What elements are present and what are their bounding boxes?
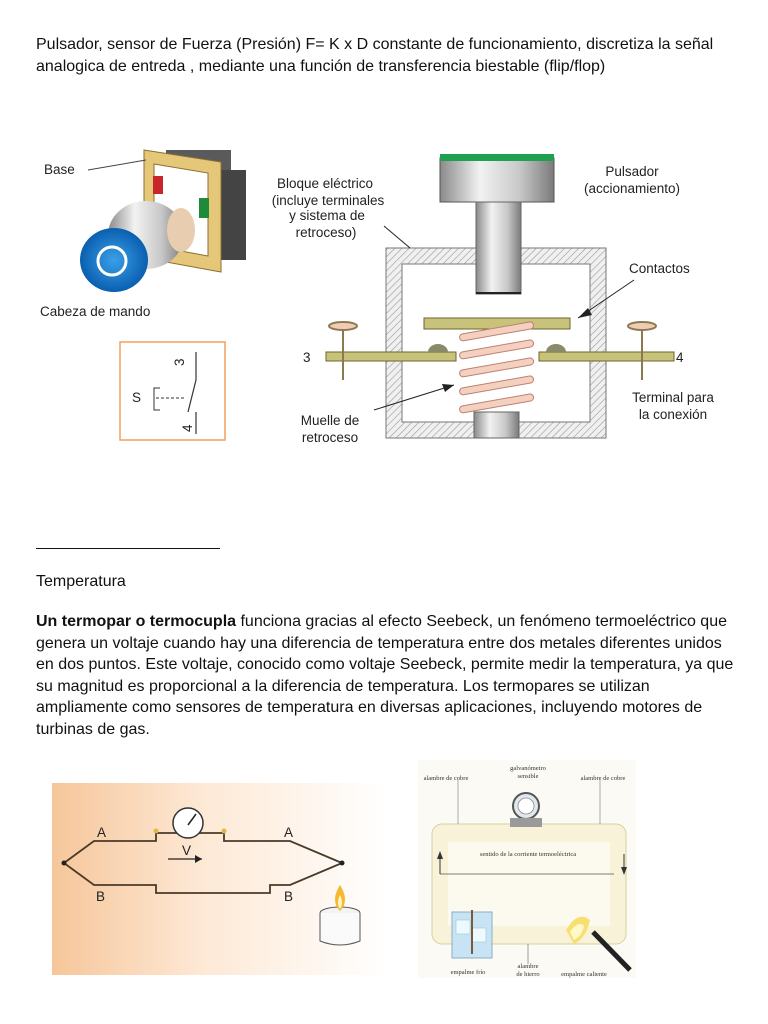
base-label: Base [44, 162, 75, 177]
thermocouple-circuit-figure: A A B B V [52, 783, 388, 975]
thermocouple-label-a-right: A [284, 825, 293, 840]
svg-text:S: S [132, 390, 141, 405]
contactos-label: Contactos [629, 261, 690, 276]
terminal-conexion-label-1: Terminal para [632, 390, 714, 405]
seebeck-label-galvanometro-1: galvanómetro [510, 765, 546, 772]
terminal-4-label: 4 [676, 350, 684, 365]
pulsador-label-2: (accionamiento) [584, 181, 680, 196]
pulsador-label-1: Pulsador [605, 164, 659, 179]
muelle-label-1: Muelle de [301, 413, 360, 428]
cold-junction-image [451, 910, 493, 959]
svg-text:3: 3 [172, 358, 187, 366]
terminal-conexion-label-2: la conexión [639, 407, 707, 422]
cabeza-label: Cabeza de mando [40, 304, 150, 319]
thermocouple-label-a-left: A [97, 825, 106, 840]
seebeck-label-cobre-right: alambre de cobre [581, 775, 626, 782]
bloque-label-3: y sistema de [289, 208, 365, 223]
svg-text:4: 4 [180, 424, 195, 432]
thermocouple-label-b-right: B [284, 889, 293, 904]
seebeck-label-sentido: sentido de la corriente termoeléctrica [480, 851, 576, 858]
terminal-3-label: 3 [303, 350, 311, 365]
pushbutton-figure: Base Cabeza de mando S 3 4 [40, 149, 714, 445]
switch-symbol: S 3 4 [119, 341, 226, 441]
pushbutton-3d-image [80, 149, 246, 292]
thermocouple-label-v: V [182, 843, 191, 858]
termopar-bold-term: Un termopar o termocupla [36, 613, 237, 630]
termopar-paragraph: Un termopar o termocupla funciona gracia… [36, 611, 736, 740]
seebeck-label-empalme-caliente: empalme caliente [561, 971, 607, 978]
seebeck-label-hierro-1: alambre [518, 963, 539, 970]
intro-paragraph: Pulsador, sensor de Fuerza (Presión) F= … [36, 36, 714, 75]
seebeck-label-cobre-left: alambre de cobre [424, 775, 469, 782]
bloque-label-1: Bloque eléctrico [277, 176, 373, 191]
seebeck-effect-figure: alambre de cobre galvanómetro sensible a… [418, 760, 636, 978]
bloque-label-4: retroceso) [296, 225, 357, 240]
seebeck-label-hierro-2: de hierro [516, 971, 539, 978]
muelle-label-2: retroceso [302, 430, 358, 445]
hot-junction-image [566, 916, 632, 972]
bloque-label-2: (incluye terminales [272, 193, 385, 208]
seebeck-label-empalme-frio: empalme frío [451, 969, 486, 976]
separator-rule [36, 548, 220, 549]
temperatura-heading: Temperatura [36, 573, 126, 590]
seebeck-label-galvanometro-2: sensible [518, 773, 539, 780]
pushbutton-cross-section [325, 154, 675, 439]
termopar-text: funciona gracias al efecto Seebeck, un f… [36, 613, 734, 738]
thermocouple-label-b-left: B [96, 889, 105, 904]
candle-image [319, 885, 361, 946]
